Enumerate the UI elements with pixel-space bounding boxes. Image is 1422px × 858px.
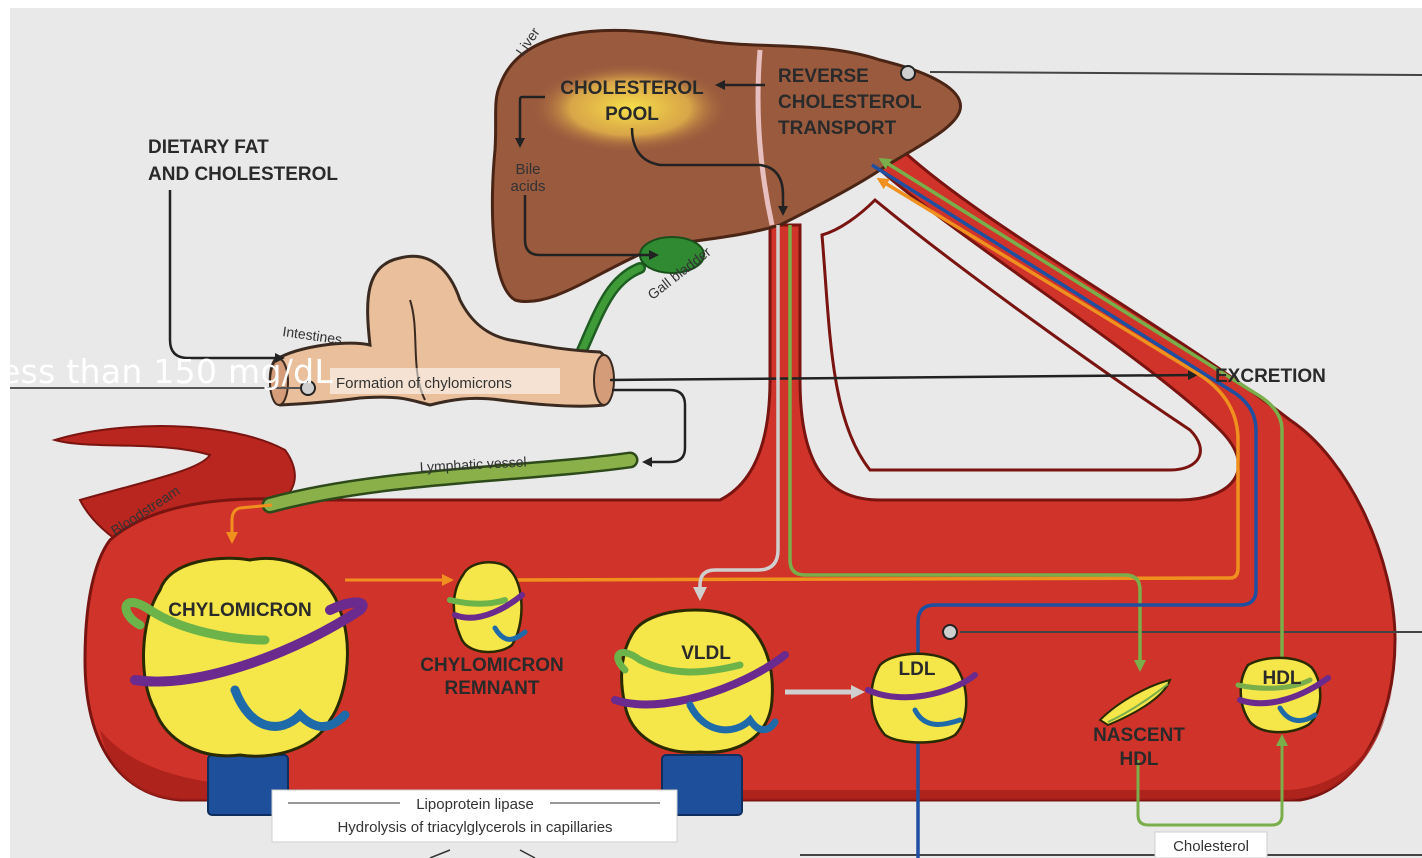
excretion-label: EXCRETION	[1215, 366, 1326, 387]
dietary-label-line1: DIETARY FAT	[148, 137, 269, 158]
chylomicron-label: CHYLOMICRON	[168, 600, 312, 621]
cholesterol-small-label: Cholesterol	[1173, 838, 1249, 855]
reverse-transport-label-line3: TRANSPORT	[778, 118, 897, 139]
chylomicron-remnant-label-line1: CHYLOMICRON	[420, 655, 564, 676]
reverse-transport-label-line2: CHOLESTEROL	[778, 92, 922, 113]
ldl-label: LDL	[899, 659, 936, 680]
chylomicron-formation-label: Formation of chylomicrons	[336, 375, 512, 392]
nascent-hdl-label-line2: HDL	[1119, 749, 1158, 770]
nascent-hdl-label-line1: NASCENT	[1093, 725, 1185, 746]
vldl-label: VLDL	[681, 643, 731, 664]
cholesterol-pool-label-line2: POOL	[605, 104, 659, 125]
callout-dot-liver	[901, 66, 915, 80]
dietary-label-line2: AND CHOLESTEROL	[148, 164, 338, 185]
overlay-text: ess than 150 mg/dL	[0, 352, 333, 392]
lipase-label-line1: Lipoprotein lipase	[416, 796, 534, 813]
reverse-transport-label-line1: REVERSE	[778, 66, 869, 87]
callout-dot-ldl	[943, 625, 957, 639]
bile-acids-label-line1: Bile	[515, 161, 540, 178]
chylomicron-remnant-particle	[450, 562, 525, 652]
hdl-label: HDL	[1262, 668, 1301, 689]
chylomicron-remnant-label-line2: REMNANT	[445, 678, 540, 699]
bile-acids-label-line2: acids	[510, 178, 545, 195]
lipase-label-line2: Hydrolysis of triacylglycerols in capill…	[337, 819, 612, 836]
cholesterol-pool-label-line1: CHOLESTEROL	[560, 78, 704, 99]
